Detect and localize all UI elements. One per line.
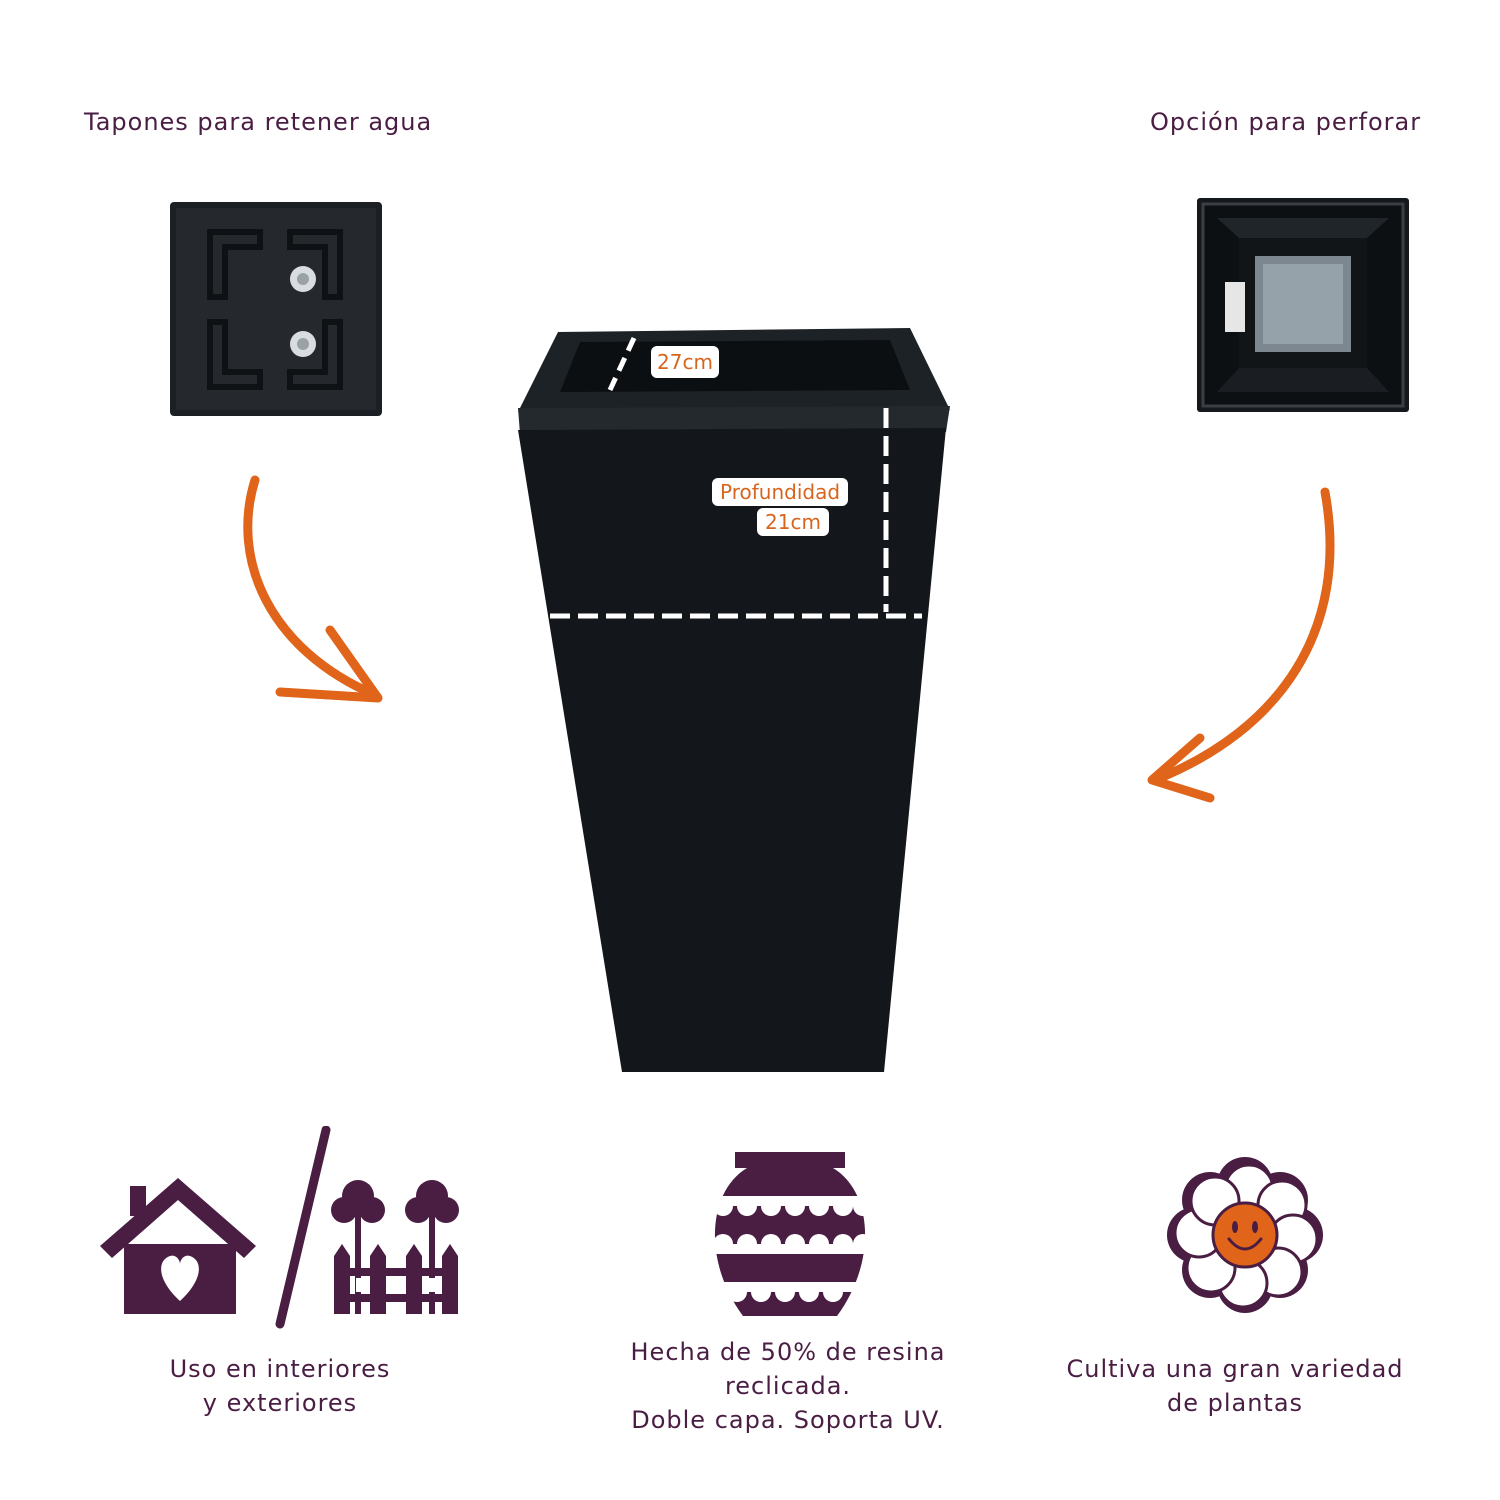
vase-icon: [707, 1152, 873, 1322]
pot-interior-photo: [1197, 198, 1409, 412]
label-water-plugs: Tapones para retener agua: [84, 108, 433, 136]
width-measure-label: 27cm: [651, 346, 719, 378]
depth-measure-label-line2: 21cm: [757, 508, 829, 536]
smiley-flower-icon: [1160, 1150, 1330, 1320]
pot-base-photo: [170, 202, 382, 416]
label-drill-option: Opción para perforar: [1150, 108, 1422, 136]
feature-indoor-outdoor-caption: Uso en interiores y exteriores: [169, 1355, 391, 1417]
planter-pot: [510, 320, 960, 1080]
feature-resin-caption: Hecha de 50% de resina reclicada. Doble …: [630, 1338, 946, 1434]
depth-measure-label-line1: Profundidad: [712, 478, 849, 506]
feature-plants-caption: Cultiva una gran variedad de plantas: [1066, 1355, 1404, 1417]
orange-arrow-left-icon: [230, 470, 400, 720]
house-garden-icon: [98, 1126, 468, 1331]
measurement-lines: [548, 320, 928, 630]
orange-arrow-right-icon: [1140, 480, 1340, 810]
